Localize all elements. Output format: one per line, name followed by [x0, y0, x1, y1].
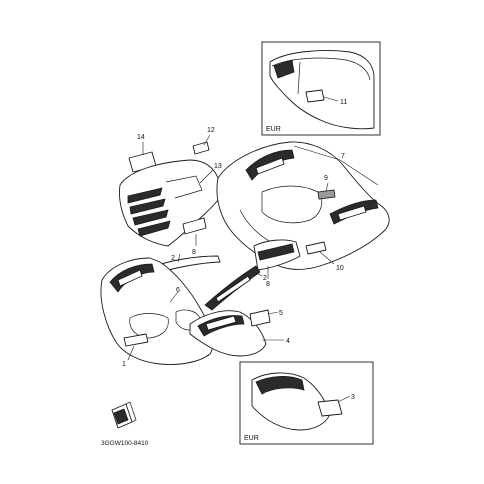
inset-bottom-stripe	[255, 376, 305, 395]
decal-8-upper	[182, 217, 207, 235]
inset-top-eur: 11 EUR	[261, 41, 381, 136]
leader-1	[127, 345, 135, 361]
callout-1: 1	[122, 361, 126, 368]
part-9-emblem: 9	[317, 175, 336, 200]
callout-4: 4	[286, 338, 290, 345]
inset-top-stripe	[273, 59, 295, 79]
leader-7	[293, 145, 379, 186]
front-fender-assembly: 1	[100, 257, 214, 368]
decal-5	[249, 309, 271, 327]
leader-2-lower	[253, 271, 263, 277]
grille-slot-4	[137, 220, 171, 237]
leader-3	[337, 395, 351, 403]
part-10-emblem: 10	[305, 241, 344, 272]
inset-top-region-label: EUR	[266, 126, 281, 133]
grille-slot-1	[127, 187, 163, 204]
rear-fender-decal-right-logo	[337, 205, 367, 221]
inset-bottom-frame	[239, 361, 374, 445]
part-8-upper: 8	[182, 217, 207, 256]
front-guard-13	[119, 159, 219, 247]
front-fender-badge	[123, 333, 149, 347]
side-cover-assembly: 8	[253, 239, 301, 288]
front-side-panel: 5 4	[189, 309, 290, 357]
leader-13	[199, 169, 214, 184]
inset-top-fender-rib	[297, 61, 301, 95]
front-direction-icon	[111, 401, 137, 429]
inset-top-emblem-11	[305, 89, 325, 103]
callout-11: 11	[340, 99, 347, 106]
side-panel-stripe-logo	[205, 315, 237, 331]
strip-2-yamaha-text	[215, 275, 251, 303]
part-6-marker: 6	[169, 287, 180, 303]
leader-11	[323, 96, 339, 102]
rear-fender-decal-left-logo	[255, 157, 285, 175]
leader-2-upper	[177, 253, 181, 263]
side-cover-stripe	[257, 243, 295, 261]
inset-bottom-region-label: EUR	[244, 435, 259, 442]
grille-slot-2	[129, 198, 166, 215]
callout-9: 9	[324, 175, 328, 182]
callout-2-lower: 2	[263, 275, 267, 282]
part-12-emblem: 12	[192, 127, 215, 155]
callout-3: 3	[351, 394, 355, 401]
inset-bottom-eur: 3 EUR	[239, 361, 374, 445]
callout-13: 13	[214, 163, 222, 170]
leader-9	[325, 182, 329, 192]
decal-12	[192, 141, 210, 155]
leader-10	[319, 251, 335, 265]
inset-bottom-decal-3	[317, 399, 343, 417]
callout-2-upper: 2	[171, 255, 175, 262]
emblem-10	[305, 241, 327, 255]
callout-12: 12	[207, 127, 215, 134]
callout-5: 5	[279, 310, 283, 317]
seat-well	[261, 185, 323, 224]
inset-top-frame	[261, 41, 381, 136]
grille-slot-3	[132, 209, 169, 226]
leader-6	[169, 291, 179, 303]
callout-8-lower: 8	[266, 281, 270, 288]
callout-10: 10	[336, 265, 344, 272]
diagram-code: 3GGW100-8410	[101, 440, 149, 447]
callout-6: 6	[176, 287, 180, 294]
emblem-9	[317, 189, 336, 200]
callout-7: 7	[341, 153, 345, 160]
rear-fender	[216, 141, 390, 270]
rear-fender-assembly: 7	[216, 141, 390, 270]
front-fender	[100, 257, 214, 365]
callout-14: 14	[137, 134, 145, 141]
guard-top-rib	[165, 175, 203, 199]
callout-8-upper: 8	[192, 249, 196, 256]
part-13-guard: 13	[119, 159, 222, 247]
leader-12	[203, 134, 211, 146]
headlight-opening	[129, 313, 169, 339]
front-fender-stripe-logo	[117, 269, 143, 287]
leader-5	[267, 311, 279, 315]
